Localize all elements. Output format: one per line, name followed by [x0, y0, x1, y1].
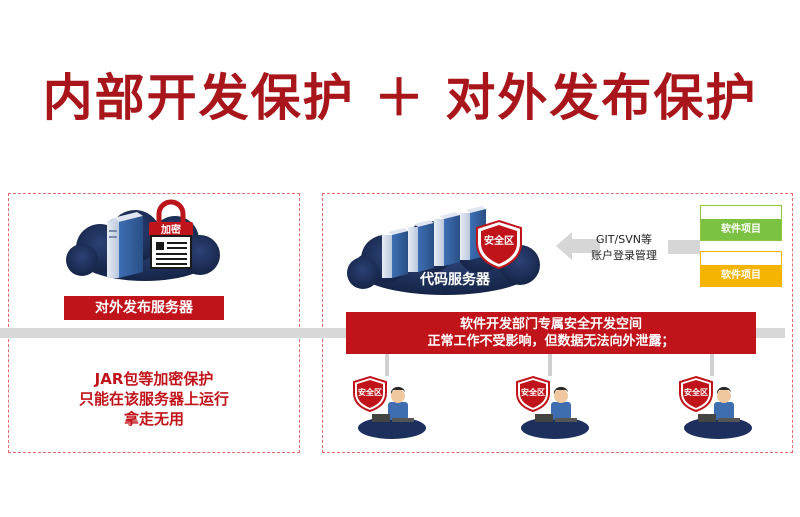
workstation-3-shield-label: 安全区 — [684, 388, 708, 397]
workstation-1 — [358, 386, 426, 439]
banner-line-2: 正常工作不受影响，但数据无法向外泄露； — [427, 334, 675, 349]
lock-document-icon: 加密 — [149, 199, 193, 269]
note-line-1: JAR包等加密保护 — [94, 370, 214, 388]
workstation-3 — [684, 386, 752, 439]
workstation-3-shield-icon — [679, 375, 713, 413]
software-project-1-label: 软件项目 — [701, 219, 781, 240]
server-rack-icons — [382, 206, 486, 278]
git-svn-account-label: GIT/SVN等 账户登录管理 — [578, 232, 670, 264]
encryption-note: JAR包等加密保护 只能在该服务器上运行 拿走无用 — [8, 369, 300, 429]
software-project-2-label: 软件项目 — [701, 265, 781, 286]
workstation-2-shield-label: 安全区 — [521, 388, 545, 397]
left-server-icon — [107, 212, 143, 278]
workstation-1-shield-icon — [353, 375, 387, 413]
project-connector — [668, 240, 700, 254]
security-zone-shield-label: 安全区 — [484, 236, 514, 247]
secure-dev-space-banner: 软件开发部门专属安全开发空间 正常工作不受影响，但数据无法向外泄露； — [346, 312, 756, 354]
workstation-1-shield-label: 安全区 — [358, 388, 382, 397]
code-server-label: 代码服务器 — [420, 272, 490, 288]
git-line-2: 账户登录管理 — [591, 249, 657, 262]
external-release-server-label: 对外发布服务器 — [64, 296, 224, 320]
arrow-left-icon — [556, 232, 600, 260]
connector-1 — [385, 354, 389, 376]
svg-text:加密: 加密 — [160, 223, 181, 236]
banner-line-1: 软件开发部门专属安全开发空间 — [459, 317, 642, 332]
workstation-2 — [521, 386, 589, 439]
note-line-3: 拿走无用 — [123, 410, 184, 428]
software-project-1: 软件项目 — [700, 205, 782, 241]
security-zone-shield-icon — [476, 219, 522, 270]
note-line-2: 只能在该服务器上运行 — [78, 390, 229, 408]
page-title: 内部开发保护 ＋ 对外发布保护 — [42, 69, 758, 127]
connector-2 — [548, 354, 552, 376]
workstation-2-shield-icon — [516, 375, 550, 413]
software-project-2: 软件项目 — [700, 251, 782, 287]
connector-3 — [710, 354, 714, 376]
git-line-1: GIT/SVN等 — [596, 233, 652, 246]
